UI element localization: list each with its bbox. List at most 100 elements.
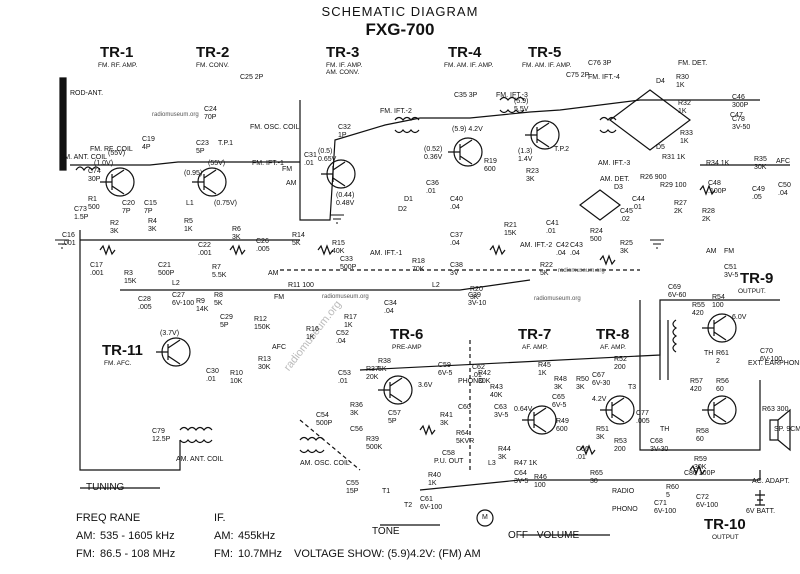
r42-label: R42 30K: [478, 370, 491, 385]
tr4-label: TR-4: [448, 44, 482, 61]
c16-label: C16 .001: [62, 232, 76, 247]
c77-label: C77 .005: [636, 410, 650, 425]
c74-label: C74 30P: [88, 168, 101, 183]
t3-label: T3: [628, 384, 637, 391]
tuning-label: TUNING: [86, 482, 125, 493]
r27-label: R27 2K: [674, 200, 687, 215]
c43-label: C43 .04: [570, 242, 583, 257]
fm-if-rail: [120, 279, 531, 291]
output-rail: [639, 300, 761, 451]
c58-label: C58: [442, 450, 455, 457]
c80-label: C80 100P: [684, 470, 716, 477]
r43-label: R43 40K: [490, 384, 503, 399]
r6-label: R6 3K: [232, 226, 241, 241]
off-volume-label: OFF - VOLUME: [508, 530, 580, 541]
if-am-value: 455kHz: [238, 530, 276, 542]
c60-label: C60: [458, 404, 471, 411]
c50-label: C50 .04: [778, 182, 791, 197]
r3-label: R3 15K: [124, 270, 137, 285]
r36-label: R36 3K: [350, 402, 363, 417]
c33-label: C33 500P: [340, 256, 357, 271]
fm-switch-label-2: FM: [274, 294, 285, 301]
am-ift2-label: AM. IFT.-2: [520, 242, 553, 249]
c68-label: C68 3V-30: [650, 438, 669, 453]
r21-label: R21 15K: [504, 222, 517, 237]
c63-label: C63 3V-5: [494, 404, 509, 419]
fm-rf-coil-label: FM. RF. COIL: [90, 146, 133, 153]
am-switch-label-3: AM: [706, 248, 717, 255]
tr10-label: TR-10: [704, 516, 746, 533]
c36-label: C36 .01: [426, 180, 439, 195]
r23-label: R23 3K: [526, 168, 539, 183]
c65-label: C65 6V-5: [552, 394, 567, 409]
r39-label: R39 500K: [366, 436, 383, 451]
if-fm-label: FM:: [214, 548, 233, 560]
tr8-desc: AF. AMP.: [600, 344, 626, 351]
c42-label: C42 .04: [556, 242, 569, 257]
r53-label: R53 200: [614, 438, 627, 453]
am-range-label: AM:: [76, 530, 96, 542]
tr4-voltage-b: (0.52) 0.36V: [424, 146, 443, 161]
fm-switch-label-3: FM: [724, 248, 735, 255]
r14-label: R14 5K: [292, 232, 305, 247]
fm-ant-coil: [75, 166, 101, 172]
c67-label: C67 6V-30: [592, 372, 611, 387]
tr3-voltage: (0.5) 0.65V: [318, 148, 337, 163]
detector-bridge: [609, 89, 691, 151]
r1-label: R1 500: [88, 196, 100, 211]
r20-label: R20 3K: [470, 286, 483, 301]
d5-label: D5: [656, 144, 665, 151]
r32-label: R32 1K: [678, 100, 691, 115]
am-ift1-label: AM. IFT.-1: [370, 250, 403, 257]
c57-label: C57 5P: [388, 410, 401, 425]
c46-label: C46 300P: [732, 94, 749, 109]
r48-label: R48 3K: [554, 376, 567, 391]
c45-label: C45 .02: [620, 208, 633, 223]
r41-label: R41 3K: [440, 412, 453, 427]
tr11-label: TR-11: [102, 342, 143, 359]
c30-label: C30 .01: [206, 368, 219, 383]
r7-label: R7 5.5K: [212, 264, 227, 279]
r26-label: R26 900: [640, 174, 667, 181]
am-det-label: AM. DET.: [600, 176, 630, 183]
rod-antenna: [59, 77, 67, 171]
r13-label: R13 30K: [258, 356, 271, 371]
tp2-label: T.P.2: [554, 146, 570, 153]
tr1-desc: FM. RF. AMP.: [98, 62, 138, 69]
c72-label: C72 6V-100: [696, 494, 719, 509]
r45-label: R45 1K: [538, 362, 551, 377]
tr6-label: TR-6: [390, 326, 424, 343]
tr9-label: TR-9: [740, 270, 774, 287]
r60-label: R60 5: [666, 484, 679, 499]
c37-label: C37 .04: [450, 232, 463, 247]
am-detector-bridge: [579, 189, 621, 221]
c69-label: C69 6V-60: [668, 284, 687, 299]
battery-rail: [419, 470, 761, 491]
freq-range-label: FREQ RANE: [76, 512, 141, 524]
fm-ift2-label: FM. IFT.-2: [380, 108, 412, 115]
battery-symbol: [755, 490, 765, 506]
radio-switch-label: RADIO: [612, 488, 635, 495]
c39-label: C39 3V-10: [468, 292, 487, 307]
c62-label: C62 .01: [472, 364, 485, 379]
motor-symbol: [476, 509, 494, 527]
c31-label: C31 .01: [304, 152, 317, 167]
c19-label: C19 4P: [142, 136, 155, 151]
l2-label: L2: [172, 280, 180, 287]
r9-label: R9 14K: [196, 298, 209, 313]
tr5-label: TR-5: [528, 44, 562, 61]
tr6-desc: PRE-AMP: [392, 344, 422, 351]
c34-label: C34 .04: [384, 300, 397, 315]
c40-label: C40 .04: [450, 196, 463, 211]
tr8-voltage: 4.2V: [592, 396, 607, 403]
r4-label: R4 3K: [148, 218, 157, 233]
r5-label: R5 1K: [184, 218, 193, 233]
r2-label: R2 3K: [110, 220, 119, 235]
if-transformer-1: [394, 116, 420, 134]
fm-rail: [70, 161, 300, 166]
watermark-3: radiomuseum.org: [558, 268, 605, 274]
c66-label: C66 .01: [576, 446, 589, 461]
r44-label: R44 3K: [498, 446, 511, 461]
r11-label: R11 100: [288, 282, 314, 289]
